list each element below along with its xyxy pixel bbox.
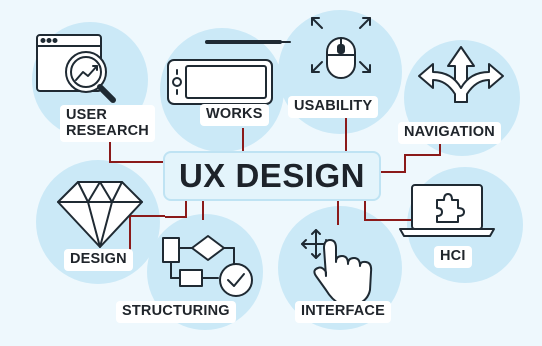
label-hci: HCI <box>434 246 472 268</box>
label-navigation: NAVIGATION <box>398 122 501 144</box>
label-usability: USABILITY <box>288 96 379 118</box>
icons <box>36 17 504 305</box>
label-user-research: USER RESEARCH <box>60 105 155 143</box>
label-user-research-line2: RESEARCH <box>66 122 149 139</box>
mouse-icon <box>311 17 371 79</box>
label-structuring: STRUCTURING <box>116 301 236 323</box>
label-design: DESIGN <box>64 249 133 271</box>
diamond-icon <box>57 181 143 248</box>
research-browser-icon <box>36 34 116 103</box>
label-works: WORKS <box>200 104 269 126</box>
center-title: UX DESIGN <box>163 151 381 201</box>
connector-navigation <box>381 140 441 173</box>
connector-user-research <box>109 140 165 163</box>
directions-arrow-icon <box>418 46 504 103</box>
label-interface: INTERFACE <box>295 301 391 323</box>
connector-structuring-left <box>165 201 187 218</box>
label-user-research-line1: USER <box>66 107 108 123</box>
touch-hand-icon <box>301 229 373 305</box>
laptop-icon <box>399 184 495 237</box>
flowchart-icon <box>162 235 253 297</box>
